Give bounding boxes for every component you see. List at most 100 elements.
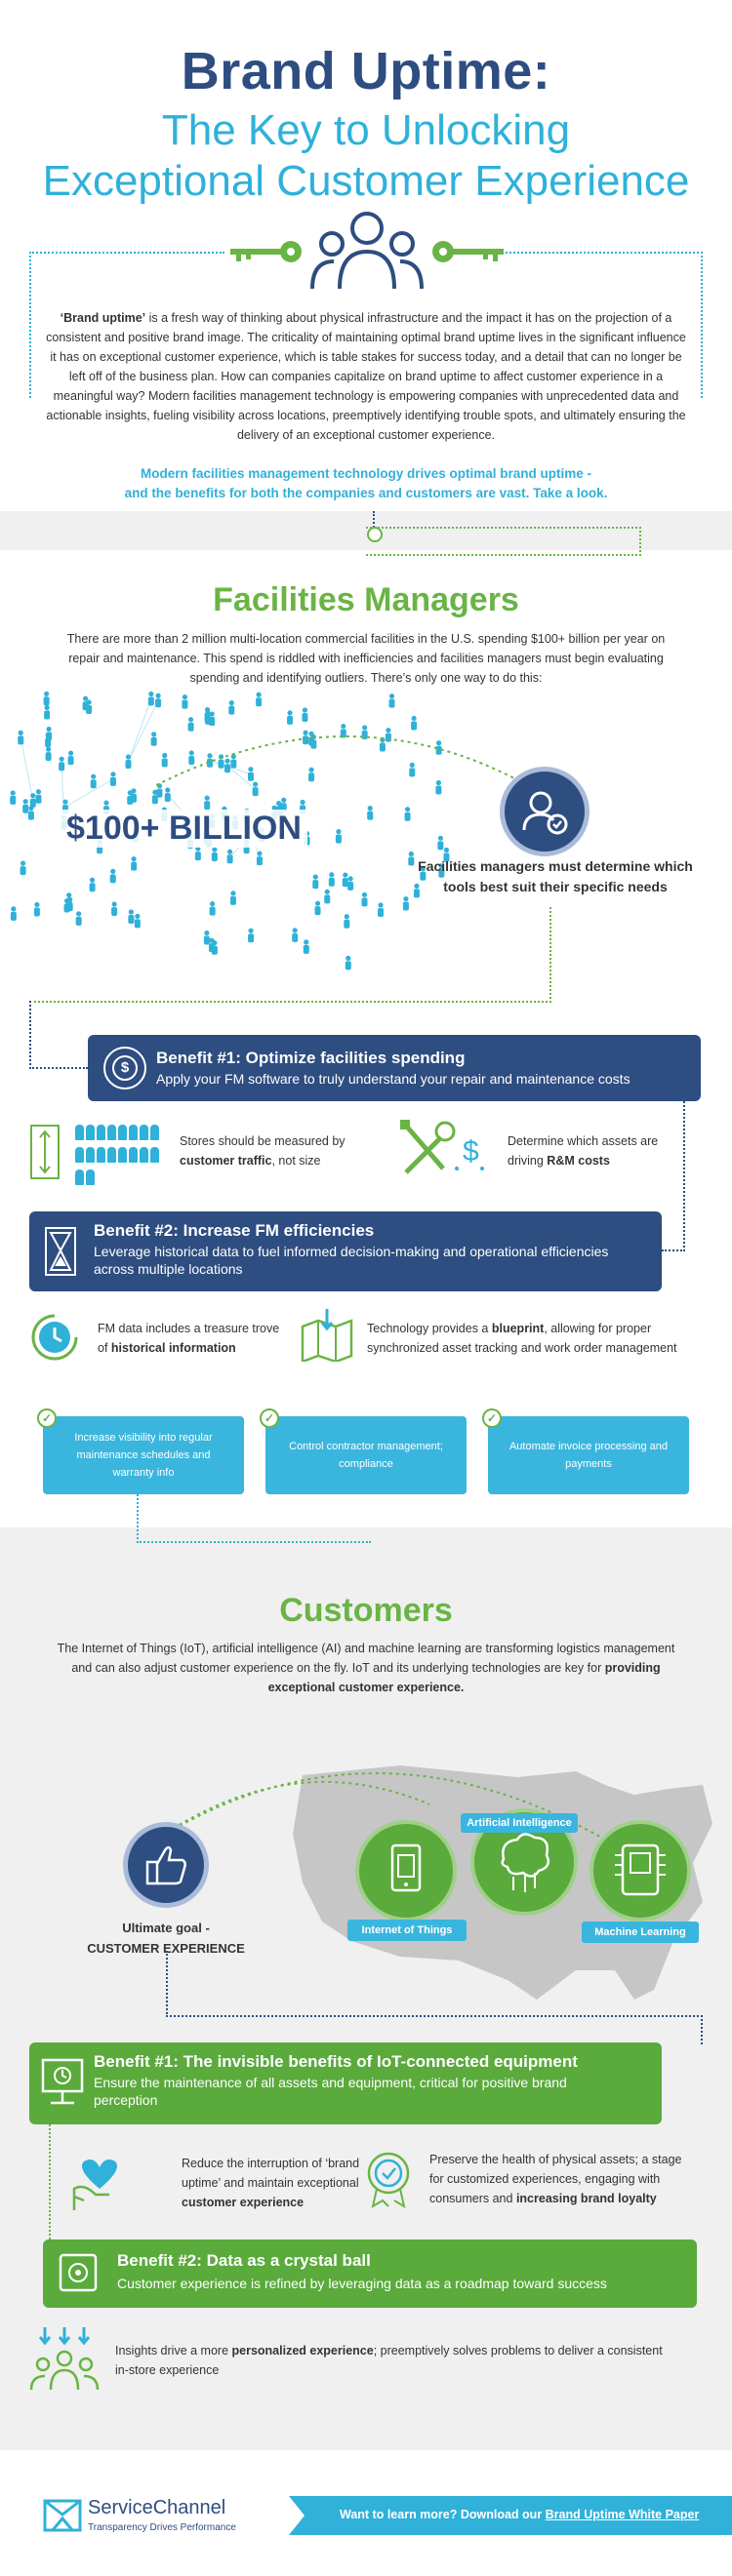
ml-circle	[590, 1820, 691, 1922]
cta-link[interactable]: Brand Uptime White Paper	[545, 2508, 700, 2521]
network-link	[64, 778, 114, 808]
clock-icon	[29, 1312, 80, 1363]
person-icon	[134, 913, 141, 929]
customer-traffic-icon	[74, 1124, 162, 1191]
insights-text: Insights drive a more personalized exper…	[115, 2344, 663, 2377]
person-icon	[150, 732, 157, 746]
dotted-connector	[683, 1101, 685, 1251]
person-icon	[437, 835, 444, 851]
person-icon	[45, 746, 52, 762]
person-icon	[187, 717, 194, 732]
person-icon	[308, 767, 315, 782]
person-icon	[256, 851, 263, 866]
ml-label: Machine Learning	[582, 1922, 699, 1943]
connector-node	[367, 527, 383, 542]
person-icon	[188, 750, 195, 765]
person-icon	[328, 872, 335, 887]
person-icon	[312, 874, 319, 890]
servicechannel-logo-icon	[43, 2499, 82, 2532]
section-divider	[0, 511, 732, 550]
dotted-connector	[29, 1001, 31, 1069]
safe-icon	[59, 2253, 98, 2292]
check-icon: ✓	[37, 1408, 57, 1428]
intro-callout-line2: and the benefits for both the companies …	[124, 486, 608, 500]
person-icon	[252, 781, 259, 797]
person-icon	[438, 863, 445, 878]
person-icon	[75, 911, 82, 926]
dotted-connector	[366, 527, 641, 529]
customers-heading: Customers	[279, 1592, 453, 1629]
person-icon	[43, 691, 50, 706]
person-icon	[67, 750, 74, 766]
fm-box-2: Control contractor management; complianc…	[265, 1416, 467, 1494]
person-icon	[409, 762, 416, 777]
dotted-connector	[366, 554, 641, 556]
intro-text: is a fresh way of thinking about physica…	[46, 311, 686, 442]
group-arrows-icon	[29, 2327, 100, 2391]
dotted-connector	[49, 2124, 51, 2271]
dotted-connector	[29, 1001, 551, 1003]
person-icon	[204, 795, 211, 811]
person-icon	[20, 860, 26, 876]
person-icon	[44, 704, 51, 720]
person-icon	[303, 939, 309, 954]
heart-hand-icon	[72, 2160, 117, 2210]
logo-name: ServiceChannel	[88, 2497, 226, 2518]
tools-icon: $	[400, 1120, 484, 1174]
person-icon	[324, 889, 331, 904]
person-icon	[90, 773, 97, 789]
person-icon	[46, 726, 53, 741]
phone-iot-icon	[390, 1843, 422, 1892]
fm-user-badge	[500, 767, 590, 856]
person-icon	[402, 895, 409, 911]
cust-benefit1-subtitle: Ensure the maintenance of all assets and…	[94, 2075, 567, 2108]
person-icon	[361, 892, 368, 907]
cust-benefit2-subtitle: Customer experience is refined by levera…	[117, 2276, 607, 2291]
person-icon	[10, 790, 17, 805]
page-header: Brand Uptime: The Key to Unlocking Excep…	[0, 41, 732, 207]
person-icon	[203, 930, 210, 945]
page-title: Brand Uptime:	[181, 42, 551, 100]
person-icon	[125, 754, 132, 770]
hourglass-icon	[45, 1227, 76, 1276]
dotted-arc	[156, 735, 528, 786]
svg-text:$: $	[463, 1135, 479, 1168]
person-icon	[388, 694, 395, 708]
network-link	[20, 737, 34, 801]
cust-benefit1-banner: Benefit #1: The invisible benefits of Io…	[29, 2042, 662, 2124]
dotted-connector	[166, 1951, 168, 2017]
person-icon	[420, 866, 427, 881]
user-check-icon	[522, 791, 568, 835]
dotted-connector	[701, 2015, 703, 2044]
intro-lead: ‘Brand uptime’	[60, 311, 146, 325]
dotted-connector	[166, 2015, 703, 2017]
height-measure-icon	[30, 1125, 60, 1179]
person-icon	[35, 789, 42, 804]
person-icon	[378, 902, 385, 917]
facilities-paragraph: There are more than 2 million multi-loca…	[66, 632, 666, 685]
person-icon	[207, 753, 214, 768]
fm-determine-line2: tools best suit their specific needs	[443, 879, 668, 894]
cta-text: Want to learn more? Download our Brand U…	[340, 2508, 700, 2521]
dotted-connector	[29, 252, 224, 254]
person-icon	[228, 700, 235, 715]
person-icon	[109, 772, 116, 786]
person-icon	[27, 806, 34, 820]
person-icon	[29, 793, 36, 808]
cta-banner[interactable]: Want to learn more? Download our Brand U…	[289, 2496, 732, 2535]
person-icon	[131, 788, 138, 803]
person-icon	[111, 901, 118, 916]
dotted-connector	[29, 1067, 88, 1069]
person-icon	[208, 937, 215, 953]
people-group-icon	[310, 212, 424, 290]
intro-callout-line1: Modern facilities management technology …	[140, 466, 592, 481]
person-icon	[204, 710, 211, 725]
person-icon	[292, 928, 299, 942]
person-icon	[109, 868, 116, 884]
network-link	[128, 700, 159, 763]
cust-benefit2-title: Benefit #2: Data as a crystal ball	[117, 2251, 371, 2270]
